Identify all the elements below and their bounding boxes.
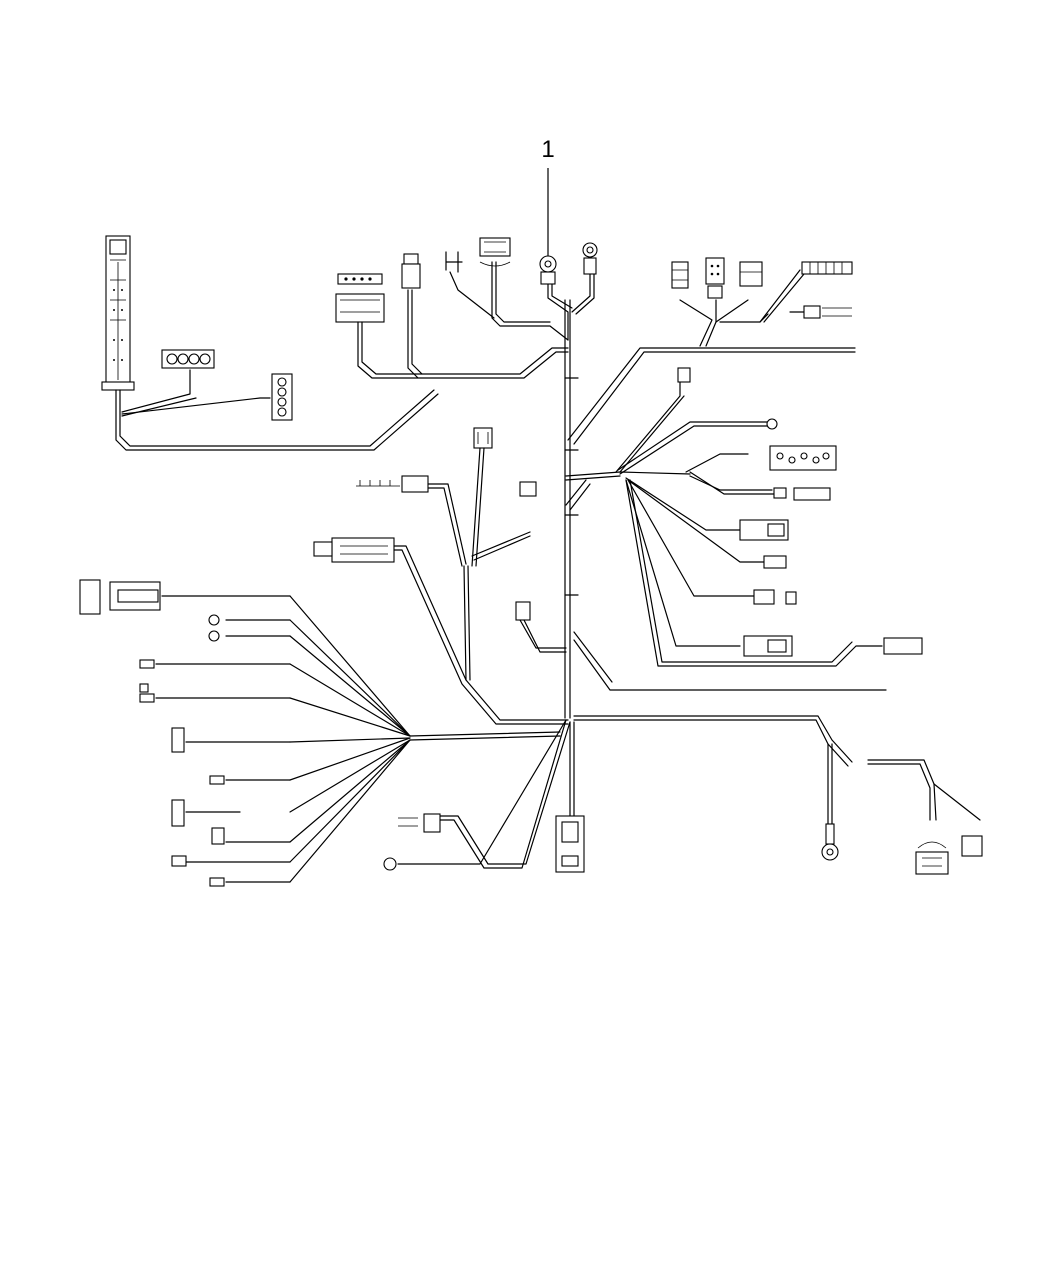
- callout-number: 1: [541, 136, 555, 163]
- multi-pin-connector-icon: [915, 851, 949, 875]
- middle-left-branch: [313, 427, 569, 725]
- plug-connector-icon: [423, 813, 441, 833]
- four-way-connector-icon: [271, 373, 293, 421]
- clip-connector-icon: [445, 251, 463, 273]
- multi-pin-connector-icon: [801, 261, 853, 275]
- lower-left-fanout: [79, 579, 561, 887]
- spade-terminal-icon: [171, 855, 187, 867]
- plug-connector-icon: [403, 253, 419, 265]
- ring-terminal-icon: [208, 630, 220, 642]
- lower-right-branch: [573, 715, 983, 875]
- spade-terminal-icon: [209, 877, 225, 887]
- spade-terminal-icon: [139, 693, 155, 703]
- lower-center-branch: [383, 719, 585, 873]
- small-connector-icon: [677, 367, 691, 383]
- small-connector-icon: [519, 481, 537, 497]
- spade-terminal-icon: [211, 827, 225, 845]
- plug-connector-icon: [753, 589, 775, 605]
- plug-connector-icon: [961, 835, 983, 857]
- plug-connector-icon: [883, 637, 923, 655]
- block-connector-icon: [479, 237, 511, 257]
- ring-terminal-icon: [208, 614, 220, 626]
- plug-connector-icon: [705, 257, 725, 285]
- small-connector-icon: [515, 601, 531, 621]
- plug-connector-icon: [671, 261, 689, 289]
- plug-connector-icon: [473, 427, 493, 449]
- top-center-branch: [335, 237, 598, 379]
- spade-terminal-icon: [139, 659, 155, 669]
- left-control-module: [101, 235, 439, 451]
- clip-connector-icon: [171, 799, 185, 827]
- plug-connector-icon: [773, 487, 787, 499]
- clip-connector-icon: [171, 727, 185, 753]
- right-splice-branch: [565, 367, 923, 691]
- barrel-connector-icon: [331, 537, 395, 563]
- multi-pin-connector-icon: [337, 273, 383, 285]
- plug-connector-icon: [803, 305, 821, 319]
- clip-connector-icon: [79, 579, 101, 615]
- top-right-branch: [567, 257, 856, 445]
- spade-terminal-icon: [209, 775, 225, 785]
- ring-terminal-icon: [766, 418, 778, 430]
- ring-terminal-icon: [383, 857, 397, 871]
- plug-connector-icon: [739, 261, 763, 287]
- plug-connector-icon: [763, 555, 787, 569]
- plug-connector-icon: [401, 475, 429, 493]
